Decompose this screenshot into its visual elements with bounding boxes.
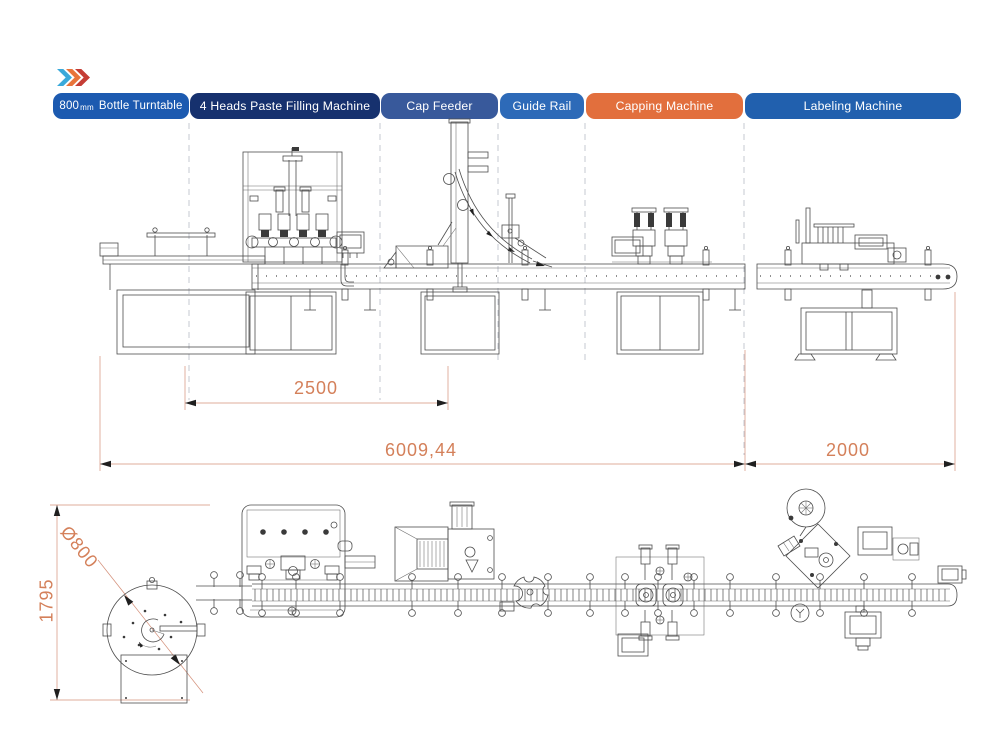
dimension-lines	[50, 292, 956, 701]
section-label-capping-machine: Capping Machine	[586, 93, 743, 119]
section-label-filling-machine: 4 Heads Paste Filling Machine	[190, 93, 380, 119]
plan-filling-machine	[241, 504, 376, 618]
plan-labeling-machine	[777, 488, 967, 651]
plan-view	[102, 488, 967, 704]
label-text: Labeling Machine	[803, 99, 903, 113]
side-guide-rail	[501, 193, 547, 263]
label-text: Cap Feeder	[406, 99, 473, 113]
side-view	[99, 118, 958, 361]
dimension-2500: 2500	[293, 378, 339, 398]
section-label-labeling-machine: Labeling Machine	[745, 93, 961, 119]
side-capping-machine	[611, 207, 712, 355]
plan-cap-feeder	[394, 501, 495, 582]
label-text: Bottle Turntable	[98, 100, 183, 112]
plan-capping-machine	[615, 544, 705, 657]
dimension-2000: 2000	[825, 440, 871, 460]
plan-conveyor	[196, 571, 958, 617]
label-prefix: 800	[59, 100, 80, 112]
dimension-1795: 1795	[36, 578, 57, 623]
plan-bottle-turntable	[102, 577, 206, 704]
side-labeling-machine	[756, 207, 958, 361]
side-cap-feeder	[383, 118, 553, 355]
side-filling-machine	[242, 147, 365, 355]
dimension-6009: 6009,44	[384, 440, 458, 460]
label-text: Capping Machine	[615, 99, 714, 113]
label-text: Guide Rail	[512, 99, 572, 113]
section-label-guide-rail: Guide Rail	[500, 93, 584, 119]
side-bottle-turntable	[99, 227, 266, 355]
label-unit: mm	[80, 103, 94, 112]
section-label-cap-feeder: Cap Feeder	[381, 93, 498, 119]
label-text: 4 Heads Paste Filling Machine	[199, 99, 371, 113]
side-main-conveyor	[251, 245, 746, 311]
plan-guide-rail	[499, 576, 549, 612]
